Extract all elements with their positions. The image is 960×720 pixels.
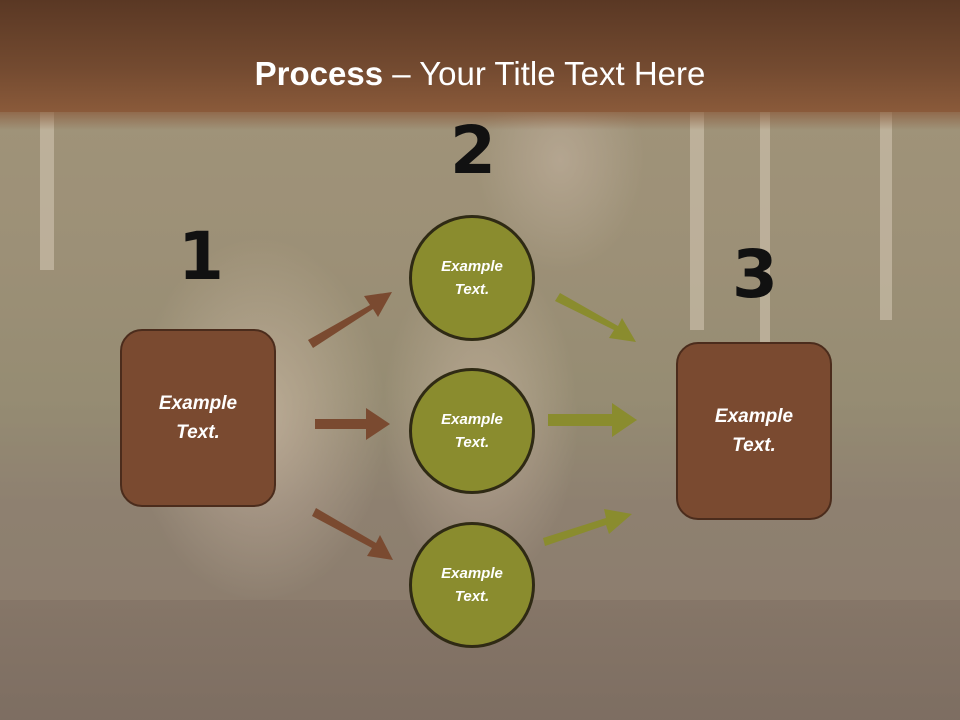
title-bold: Process xyxy=(254,55,384,92)
slide-title: Process – Your Title Text Here xyxy=(0,52,960,96)
arrow-up-right-olive xyxy=(543,509,632,546)
arrow-down-right-olive xyxy=(555,293,636,342)
step-number-2: 2 xyxy=(450,112,496,189)
arrow-right-brown xyxy=(315,408,390,440)
circle-middle: Example Text. xyxy=(409,368,535,494)
step-number-1: 1 xyxy=(178,218,224,295)
step-number-3: 3 xyxy=(732,236,778,313)
circle-top: Example Text. xyxy=(409,215,535,341)
right-text-box: Example Text. xyxy=(676,342,832,520)
circle-bottom: Example Text. xyxy=(409,522,535,648)
tree-trunk xyxy=(880,100,892,320)
arrow-right-olive xyxy=(548,403,637,437)
circle-bottom-label: Example Text. xyxy=(441,565,503,605)
title-rest: – Your Title Text Here xyxy=(383,55,706,92)
left-text-box: Example Text. xyxy=(120,329,276,507)
tree-trunk xyxy=(690,100,704,330)
arrow-up-right-brown xyxy=(308,292,392,348)
arrow-down-right-brown xyxy=(312,508,393,560)
circle-top-label: Example Text. xyxy=(441,258,503,298)
tree-trunk xyxy=(760,100,770,360)
tree-trunk xyxy=(40,100,54,270)
circle-middle-label: Example Text. xyxy=(441,411,503,451)
left-box-label: Example Text. xyxy=(158,393,238,443)
title-bar: Process – Your Title Text Here xyxy=(0,0,960,130)
right-box-label: Example Text. xyxy=(714,406,794,456)
